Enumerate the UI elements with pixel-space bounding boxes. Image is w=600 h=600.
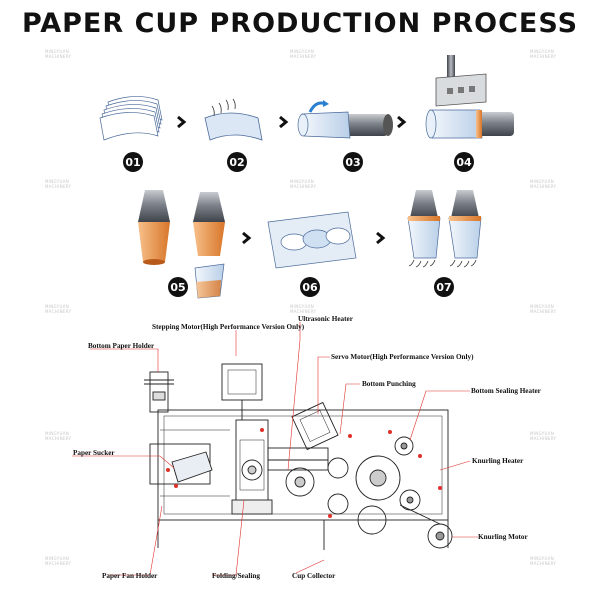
watermark-line2: MACHINERY — [530, 184, 557, 189]
arrow-right-icon — [242, 231, 252, 245]
label-stepping-motor: Stepping Motor(High Performance Version … — [152, 323, 305, 331]
step-03-label: 03 — [345, 156, 360, 169]
step-02-label: 02 — [229, 156, 244, 169]
step-04-badge: 04 — [454, 152, 474, 172]
step-01-badge: 01 — [123, 152, 143, 172]
step-05-bottom-forming — [138, 190, 225, 299]
step-04-sealing — [425, 55, 514, 139]
watermark-line2: MACHINERY — [45, 561, 72, 566]
watermark-line1: MINGYUAN — [45, 304, 69, 309]
label-ultrasonic-heater: Ultrasonic Heater — [298, 315, 354, 323]
watermark-line2: MACHINERY — [45, 436, 72, 441]
watermark-line2: MACHINERY — [290, 309, 317, 314]
label-bottom-punching: Bottom Punching — [362, 380, 416, 388]
watermark-line1: MINGYUAN — [45, 49, 69, 54]
watermark-line1: MINGYUAN — [45, 431, 69, 436]
arrow-right-icon — [279, 115, 289, 129]
watermark-line1: MINGYUAN — [530, 431, 554, 436]
label-cup-collector: Cup Collector — [292, 572, 336, 580]
watermark-line1: MINGYUAN — [530, 49, 554, 54]
watermark-line2: MACHINERY — [45, 309, 72, 314]
step-02-paper-fan — [204, 98, 263, 141]
watermark-line2: MACHINERY — [530, 561, 557, 566]
label-bottom-paper-holder: Bottom Paper Holder — [88, 342, 155, 350]
step-07-label: 07 — [436, 281, 451, 294]
step-01-label: 01 — [125, 156, 140, 169]
page-title: PAPER CUP PRODUCTION PROCESS — [21, 8, 579, 39]
watermark-group: MINGYUAN MACHINERY MINGYUAN MACHINERY MI… — [45, 49, 557, 566]
step-05-badge: 05 — [168, 277, 188, 297]
watermark-line1: MINGYUAN — [530, 304, 554, 309]
label-servo-motor: Servo Motor(High Performance Version Onl… — [331, 353, 474, 361]
arrow-right-icon — [397, 115, 407, 129]
label-knurling-motor: Knurling Motor — [478, 533, 529, 541]
step-05-label: 05 — [170, 281, 185, 294]
watermark-line1: MINGYUAN — [290, 179, 314, 184]
watermark-line1: MINGYUAN — [290, 49, 314, 54]
step-03-badge: 03 — [343, 152, 363, 172]
watermark-line1: MINGYUAN — [530, 556, 554, 561]
label-paper-fan-holder: Paper Fan Holder — [102, 572, 158, 580]
machine-schematic — [144, 363, 453, 550]
step-07-knurling — [407, 190, 482, 268]
watermark-line2: MACHINERY — [290, 184, 317, 189]
watermark-line2: MACHINERY — [45, 184, 72, 189]
step-06-label: 06 — [302, 281, 318, 294]
label-knurling-heater: Knurling Heater — [472, 457, 524, 465]
step-07-badge: 07 — [434, 277, 454, 297]
callout-leaders — [72, 322, 478, 576]
watermark-line2: MACHINERY — [45, 54, 72, 59]
step-02-badge: 02 — [227, 152, 247, 172]
watermark-line2: MACHINERY — [290, 54, 317, 59]
step-01-paper-stack — [99, 96, 163, 141]
watermark-line1: MINGYUAN — [290, 304, 314, 309]
watermark-line1: MINGYUAN — [45, 179, 69, 184]
label-bottom-sealing-heater: Bottom Sealing Heater — [471, 387, 542, 395]
label-paper-sucker: Paper Sucker — [73, 449, 115, 457]
machine-accents — [166, 428, 442, 518]
watermark-line2: MACHINERY — [530, 436, 557, 441]
arrow-right-icon — [177, 115, 187, 129]
step-03-wrapping — [297, 100, 393, 139]
watermark-line2: MACHINERY — [530, 54, 557, 59]
step-06-badge: 06 — [300, 277, 320, 297]
watermark-line2: MACHINERY — [530, 309, 557, 314]
step-06-bottom-paper — [267, 211, 357, 269]
arrow-right-icon — [376, 231, 386, 245]
watermark-line1: MINGYUAN — [45, 556, 69, 561]
watermark-line1: MINGYUAN — [530, 179, 554, 184]
step-04-label: 04 — [456, 156, 472, 169]
label-folding-sealing: Folding/Sealing — [212, 572, 260, 580]
